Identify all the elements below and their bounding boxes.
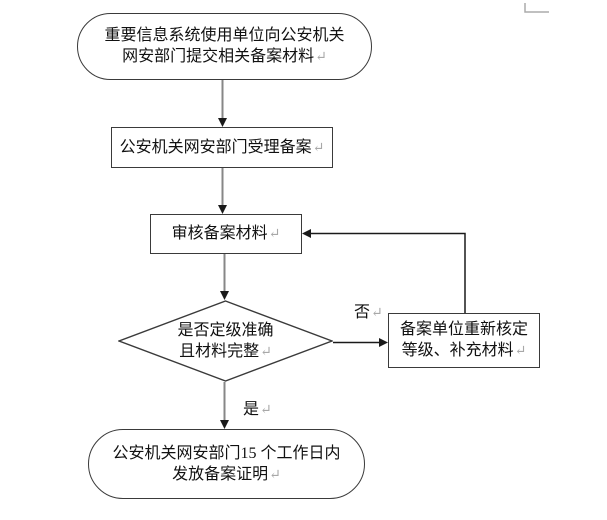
paragraph-mark: ↵ — [269, 467, 281, 483]
node-accept-process: 公安机关网安部门受理备案↵ — [111, 127, 333, 168]
node-text-line: 备案单位重新核定 — [399, 321, 528, 338]
node-text-line: 公安机关网安部门受理备案↵ — [119, 138, 325, 156]
paragraph-mark: ↵ — [371, 306, 383, 321]
diamond-shape — [118, 300, 333, 382]
page-margin-corner-mark — [524, 3, 549, 13]
paragraph-mark: ↵ — [315, 50, 327, 65]
node-decision-diamond: 是否定级准确 且材料完整↵ — [118, 300, 333, 382]
edge-label-yes: 是↵ — [243, 401, 272, 418]
paragraph-mark: ↵ — [514, 344, 527, 359]
paragraph-mark: ↵ — [260, 344, 272, 360]
edge-label-no: 否↵ — [354, 304, 383, 321]
paragraph-mark: ↵ — [312, 140, 325, 156]
decision-text: 是否定级准确 且材料完整↵ — [118, 300, 333, 382]
node-text-line: 且材料完整↵ — [179, 342, 272, 360]
paragraph-mark: ↵ — [260, 403, 272, 418]
node-text-line: 是否定级准确 — [177, 321, 274, 339]
paragraph-mark: ↵ — [268, 227, 281, 242]
node-text-line: 公安机关网安部门15 个工作日内 — [112, 444, 341, 462]
node-text-line: 等级、补充材料↵ — [401, 342, 527, 359]
node-review-process: 审核备案材料↵ — [150, 214, 302, 254]
node-text-line: 重要信息系统使用单位向公安机关 — [104, 27, 345, 44]
node-text-line: 审核备案材料↵ — [171, 225, 281, 242]
node-redo-process: 备案单位重新核定 等级、补充材料↵ — [388, 313, 540, 368]
node-end-terminator: 公安机关网安部门15 个工作日内 发放备案证明↵ — [88, 429, 365, 499]
node-text-line: 网安部门提交相关备案材料↵ — [122, 48, 327, 65]
node-text-line: 发放备案证明↵ — [172, 465, 281, 483]
node-start-terminator: 重要信息系统使用单位向公安机关 网安部门提交相关备案材料↵ — [77, 13, 372, 80]
